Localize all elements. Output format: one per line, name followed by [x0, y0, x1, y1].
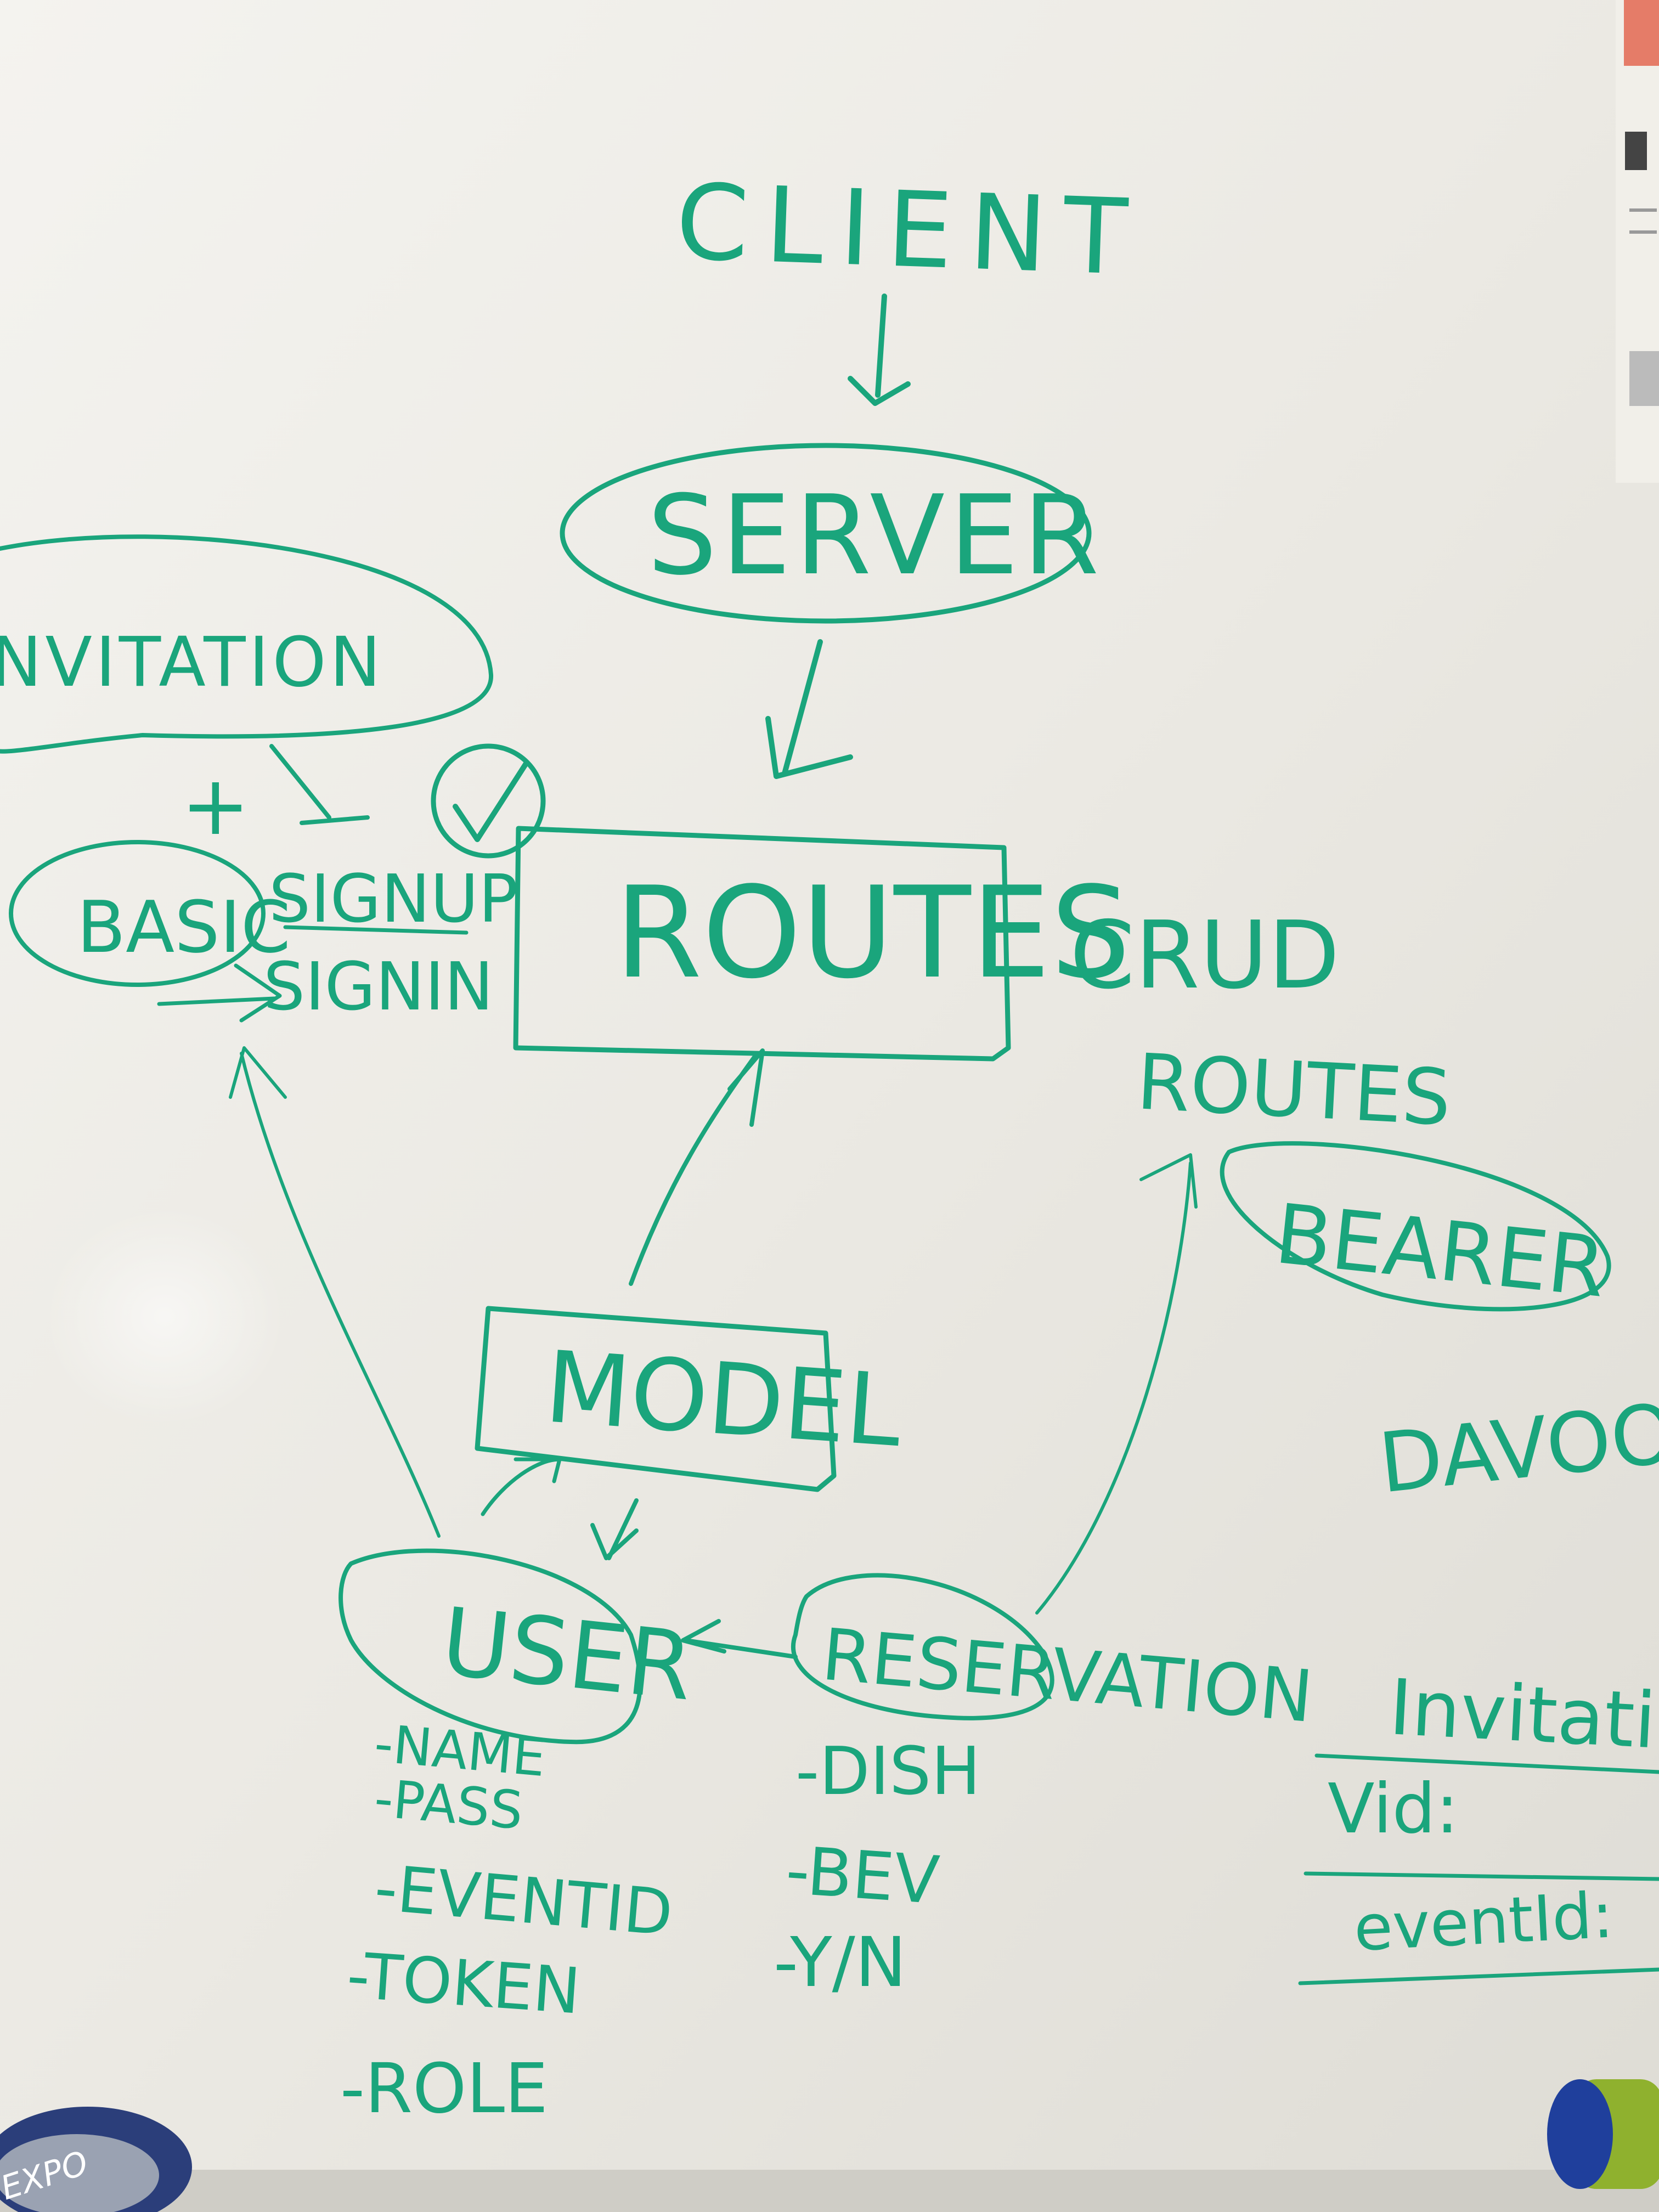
pinned-paper	[1616, 0, 1659, 483]
arrow-reservation-to-crud	[1035, 1153, 1198, 1615]
invitation-table-line-1	[1314, 1753, 1659, 1774]
user-fields-list: -NAME -PASS -EVENTID -TOKEN -ROLE	[340, 1713, 675, 2129]
arrow-server-to-routes	[765, 639, 853, 779]
signup-label: SIGNUP	[269, 861, 518, 938]
routes-label: ROUTES	[614, 860, 1131, 1007]
arrow-invitation-to-signup	[269, 744, 370, 825]
marker-left: EXPO	[0, 2107, 192, 2212]
user-field-name: -NAME	[372, 1713, 548, 1788]
reservation-field-dish: -DISH	[795, 1734, 981, 1810]
arrow-basic-to-signin	[157, 963, 282, 1023]
user-label: USER	[437, 1588, 698, 1722]
arrow-user-to-model	[481, 1457, 562, 1516]
invitation-table-title: Invitation	[1387, 1663, 1659, 1771]
routes-box	[513, 826, 1011, 1062]
invitation-table-line-3	[1298, 1967, 1659, 1985]
invitation-table: Invitation Vid: eventId:	[1298, 1663, 1659, 1985]
check-circle	[431, 743, 546, 859]
reservation-field-yn: -Y/N	[774, 1923, 906, 2002]
invitation-ellipse	[0, 534, 494, 754]
arrow-model-to-user	[590, 1498, 639, 1560]
signin-label: SIGNIN	[263, 949, 493, 1025]
reservation-fields-list: -DISH -BEV -Y/N	[774, 1734, 981, 2002]
plus-sign: +	[181, 758, 250, 854]
basic-ellipse	[9, 840, 266, 987]
reservation-field-bev: -BEV	[783, 1832, 941, 1919]
crud-label: CRUD	[1070, 901, 1340, 1010]
user-field-role: -ROLE	[340, 2049, 548, 2129]
user-field-token: -TOKEN	[345, 1939, 583, 2028]
user-ellipse	[338, 1548, 642, 1745]
invitation-table-row-vid: Vid:	[1328, 1769, 1459, 1849]
model-label: MODEL	[541, 1330, 905, 1469]
invitation-table-line-2	[1304, 1871, 1659, 1881]
invitation-table-row-eventid: eventId:	[1352, 1878, 1615, 1966]
check-icon	[453, 760, 529, 842]
arrow-model-to-routes	[629, 1048, 765, 1286]
arrow-user-to-signin	[229, 1046, 441, 1538]
server-label: SERVER	[647, 472, 1104, 600]
marker-right	[1547, 2079, 1659, 2189]
arrow-client-to-server	[848, 294, 911, 406]
crud-routes-label: ROUTES	[1135, 1037, 1453, 1143]
arrow-reservation-to-user	[681, 1619, 798, 1659]
marker-tray	[0, 2170, 1659, 2212]
model-box	[475, 1306, 837, 1492]
basic-label: BASIC	[77, 885, 291, 969]
bearer-ellipse	[1220, 1141, 1611, 1312]
server-ellipse	[560, 443, 1092, 624]
signup-underline	[283, 925, 469, 935]
light-glare	[44, 1207, 285, 1426]
invitation-label: INVITATION	[0, 623, 384, 702]
client-label: CLIENT	[674, 161, 1146, 299]
reservation-ellipse	[791, 1573, 1054, 1720]
user-field-pass: -PASS	[372, 1768, 526, 1841]
